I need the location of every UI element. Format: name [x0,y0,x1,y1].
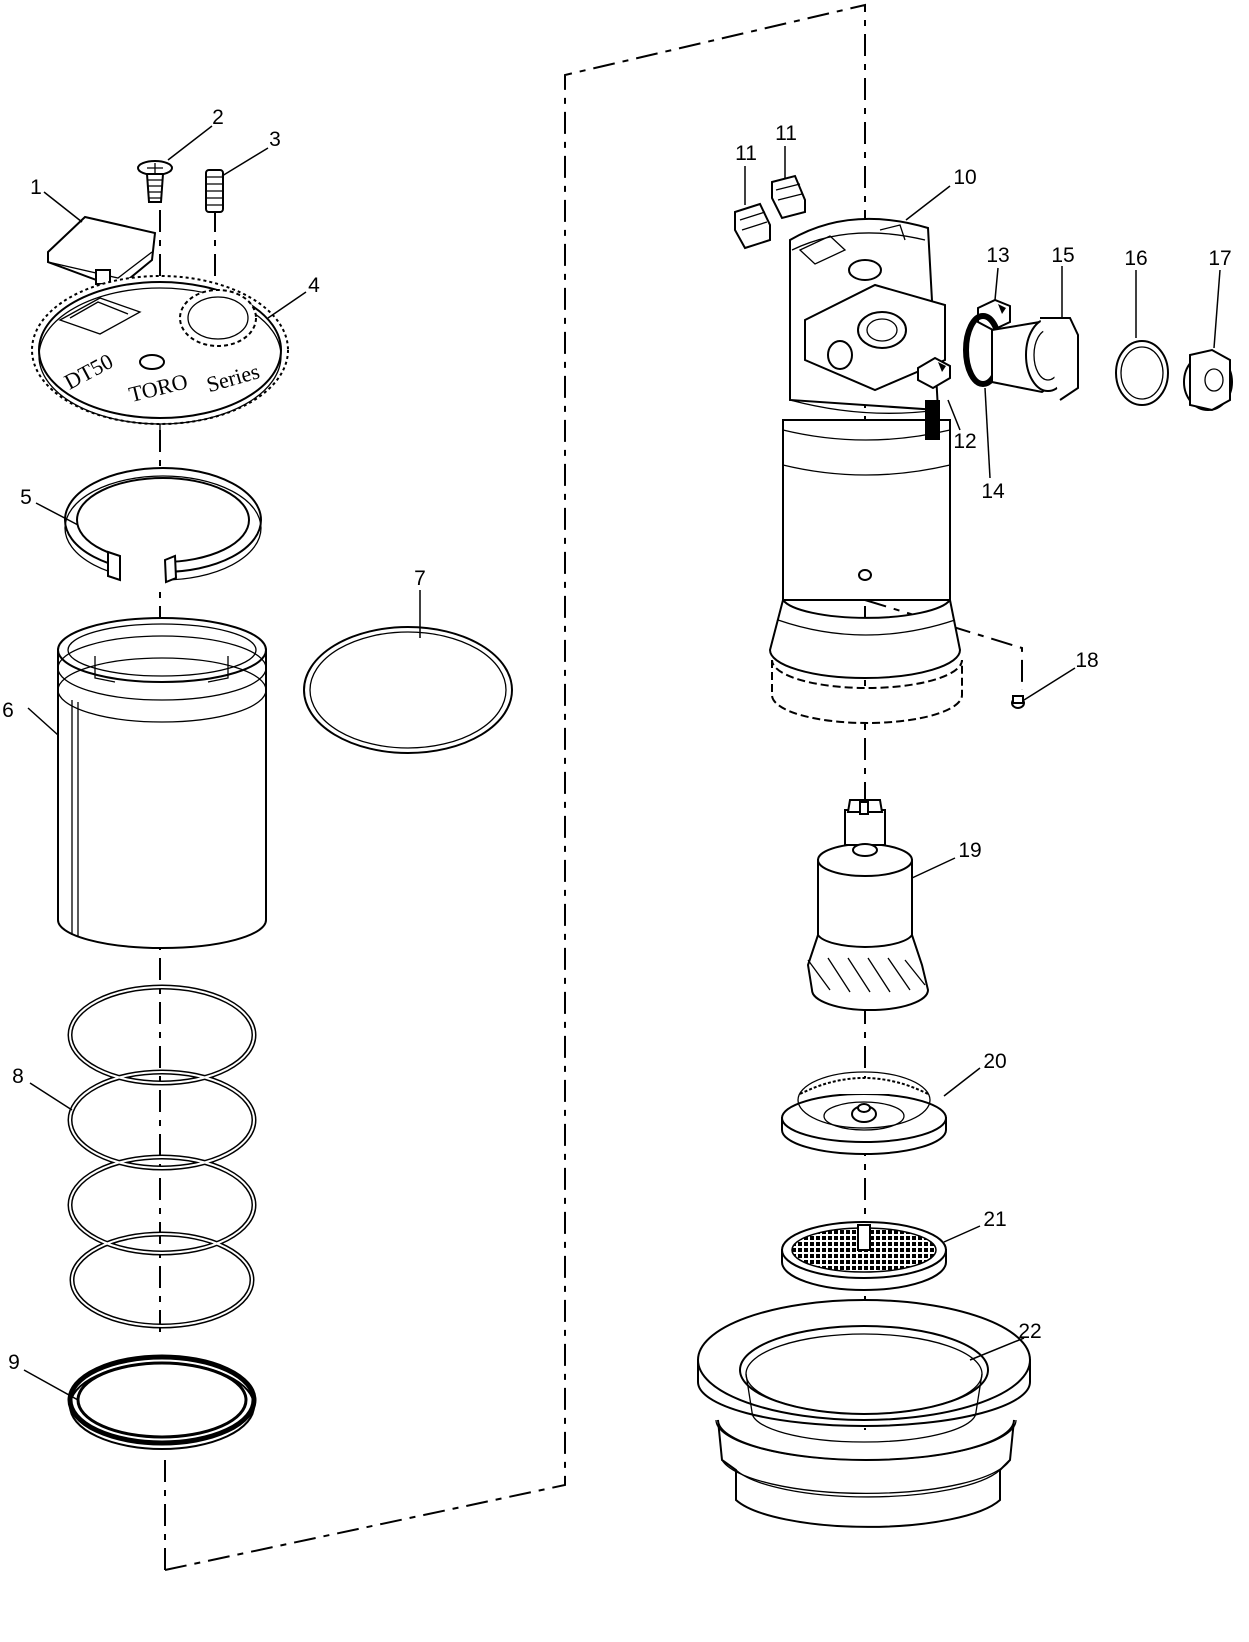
callout-leaders [23,125,1221,1401]
part-11a-fitting [734,202,771,250]
part-15-elbow [991,317,1079,401]
callout-6: 6 [2,699,14,722]
callout-3: 3 [269,128,281,151]
callout-12: 12 [953,430,976,453]
part-10-main-body [768,217,963,724]
callout-11a: 11 [735,142,757,165]
callout-17: 17 [1208,247,1231,270]
part-6-housing [57,617,267,949]
part-22-base-flange [697,1299,1031,1528]
part-5-retaining-ring [64,467,262,585]
callout-10: 10 [953,166,976,189]
callout-18: 18 [1075,649,1098,672]
part-18-screw [1011,695,1025,709]
callout-2: 2 [212,106,224,129]
callout-4: 4 [308,274,320,297]
callout-21: 21 [983,1208,1006,1231]
callout-numbers: 1 2 3 4 5 6 7 8 9 10 11 11 12 13 14 15 1… [2,106,1232,1374]
callout-1: 1 [30,176,42,199]
callout-15: 15 [1051,244,1074,267]
part-7-o-ring [303,626,513,754]
part-4-dial-plate: TORO DT50 Series [31,275,289,438]
part-3-set-screw [205,169,224,213]
part-8-spring [67,984,257,1329]
callout-22: 22 [1018,1320,1041,1343]
part-16-washer [1115,340,1169,406]
callout-19: 19 [958,839,981,862]
part-11b-fitting [771,174,806,220]
part-19-drive-assembly [806,799,930,1011]
callout-11b: 11 [775,122,797,145]
part-17-plug [1183,348,1233,412]
part-12-fitting [917,356,951,390]
callout-14: 14 [981,480,1005,503]
callout-8: 8 [12,1065,24,1088]
callout-13: 13 [986,244,1009,267]
part-9-seal-ring [67,1354,257,1450]
part-21-filter-screen [781,1221,947,1291]
callout-7: 7 [414,567,426,590]
callout-20: 20 [983,1050,1006,1073]
callout-16: 16 [1124,247,1147,270]
part-20-nozzle-base [781,1071,947,1155]
callout-5: 5 [20,486,32,509]
callout-9: 9 [8,1351,20,1374]
part-2-screw [137,160,173,203]
